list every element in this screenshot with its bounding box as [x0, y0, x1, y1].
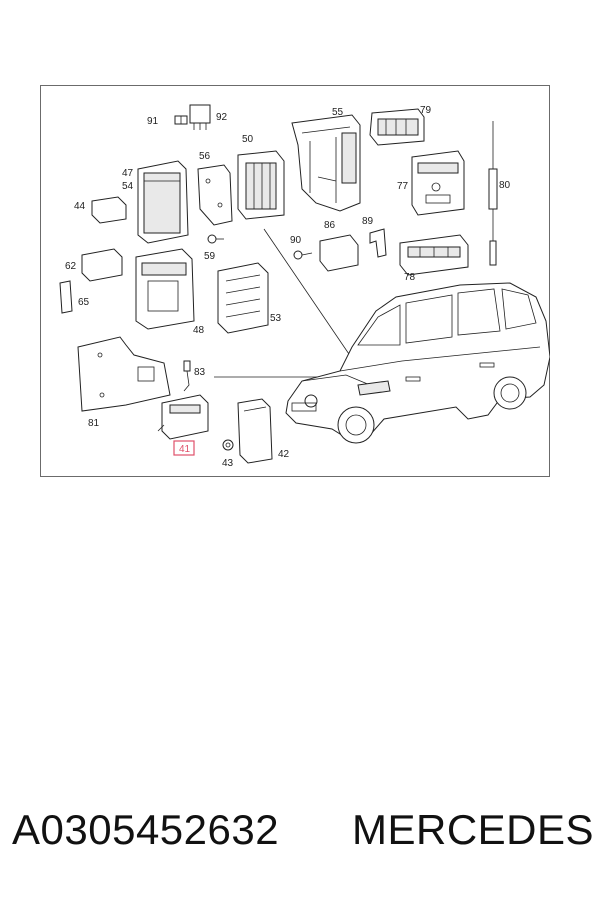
- brand-name: MERCEDES: [352, 806, 595, 853]
- callout-77: 77: [397, 181, 409, 192]
- part-91-fuse[interactable]: [174, 115, 188, 125]
- part-77-module[interactable]: [411, 150, 465, 216]
- part-48-ecu[interactable]: [135, 248, 195, 330]
- callout-44: 44: [74, 201, 86, 212]
- footer: A0305452632 MERCEDES: [0, 800, 600, 870]
- callout-65: 65: [78, 297, 90, 308]
- part-50-control-unit[interactable]: [237, 150, 285, 220]
- part-42-control-unit[interactable]: [237, 398, 273, 464]
- callout-47: 47: [122, 168, 134, 179]
- part-92-relay[interactable]: [189, 104, 211, 130]
- callout-53: 53: [270, 313, 282, 324]
- callout-90: 90: [290, 235, 302, 246]
- part-59-bolt[interactable]: [207, 234, 224, 244]
- part-86-module[interactable]: [319, 234, 359, 272]
- callout-92: 92: [216, 112, 228, 123]
- part-41-control-unit[interactable]: [157, 394, 209, 440]
- callout-91: 91: [147, 116, 159, 127]
- part-89-clip[interactable]: [369, 228, 387, 258]
- part-44-module[interactable]: [91, 196, 127, 224]
- part-90-screw[interactable]: [293, 250, 313, 260]
- part-83-sensor[interactable]: [183, 360, 191, 392]
- callout-48: 48: [193, 325, 205, 336]
- callout-56: 56: [199, 151, 211, 162]
- callout-89: 89: [362, 216, 374, 227]
- callout-79: 79: [420, 105, 432, 116]
- highlight-box-41: [173, 440, 195, 456]
- callout-50: 50: [242, 134, 254, 145]
- part-55-fusebox-bracket[interactable]: [291, 114, 361, 212]
- part-43-nut[interactable]: [222, 439, 234, 451]
- part-53-ecu[interactable]: [217, 262, 269, 334]
- part-56-bracket[interactable]: [197, 164, 233, 226]
- callout-43: 43: [222, 458, 234, 469]
- callout-78: 78: [404, 272, 416, 283]
- part-47-54-ecu[interactable]: [137, 160, 189, 244]
- callout-41: 41: [179, 444, 191, 455]
- part-78-module[interactable]: [399, 234, 469, 276]
- diagram-frame: [40, 85, 550, 477]
- vehicle-illustration: [285, 282, 550, 444]
- part-80-antenna[interactable]: [488, 121, 498, 266]
- part-65-clip[interactable]: [59, 280, 73, 314]
- callout-81: 81: [88, 418, 100, 429]
- part-number: A0305452632: [12, 806, 280, 853]
- callout-80: 80: [499, 180, 511, 191]
- part-81-bracket[interactable]: [77, 336, 171, 412]
- callout-54: 54: [122, 181, 134, 192]
- callout-42: 42: [278, 449, 290, 460]
- callout-62: 62: [65, 261, 77, 272]
- callout-59: 59: [204, 251, 216, 262]
- part-79-module[interactable]: [369, 108, 425, 146]
- part-62-module[interactable]: [81, 248, 123, 282]
- callout-55: 55: [332, 107, 344, 118]
- parts-diagram: 91 92 55 79 50 56: [59, 104, 550, 469]
- callout-83: 83: [194, 367, 206, 378]
- callout-86: 86: [324, 220, 336, 231]
